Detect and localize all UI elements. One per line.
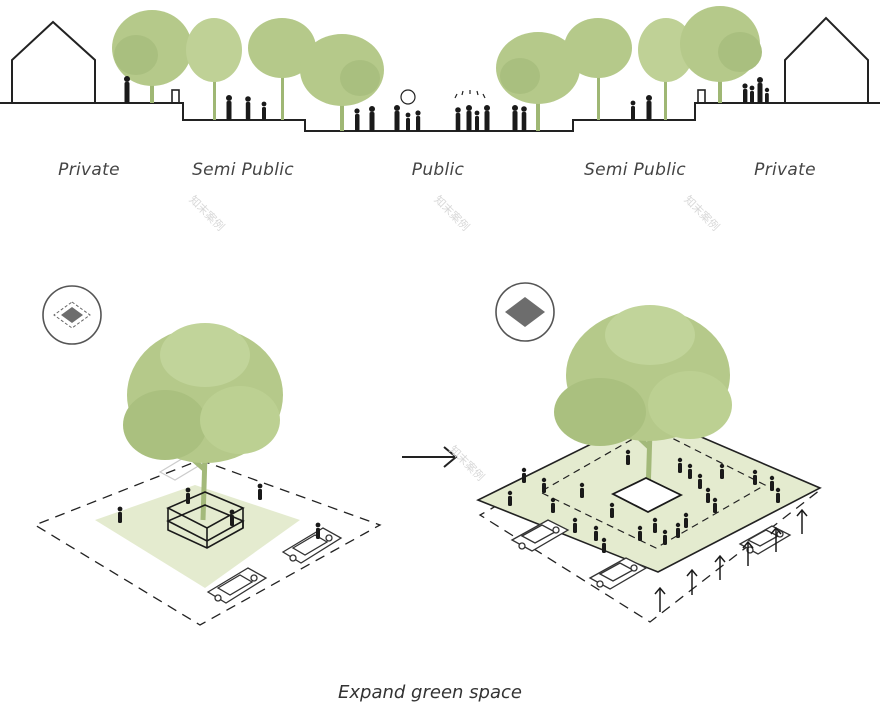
parked-car: [510, 519, 570, 552]
parked-car: [281, 527, 343, 564]
gate-post-left: [171, 89, 180, 104]
tree-planter: [610, 476, 684, 514]
zone-label-public: Public: [411, 160, 465, 180]
ground-profile: [0, 102, 880, 132]
before-badge-icon: [42, 285, 102, 345]
gate-post-right: [697, 89, 706, 104]
section-tree: [638, 18, 694, 120]
section-tree: [680, 6, 762, 103]
zone-label-private-right: Private: [754, 160, 816, 180]
after-plan: [476, 282, 822, 623]
parked-car: [588, 557, 648, 590]
house-right: [784, 16, 869, 103]
section-tree: [248, 18, 316, 120]
house-left: [11, 20, 96, 103]
section-tree: [112, 10, 192, 103]
activity-rays: [454, 90, 486, 99]
before-tree: [123, 323, 283, 521]
after-badge-icon: [495, 282, 555, 342]
after-people: [507, 449, 781, 553]
section-tree: [300, 34, 384, 131]
section-tree: [564, 18, 632, 120]
parked-car: [206, 567, 268, 604]
before-people: [117, 483, 321, 539]
section-people: [124, 76, 770, 131]
expansion-arrows: [654, 508, 808, 612]
section-tree: [496, 32, 580, 131]
zone-label-semi-public-left: Semi Public: [192, 160, 294, 180]
section-tree: [186, 18, 242, 120]
zone-label-semi-public-right: Semi Public: [584, 160, 686, 180]
after-inner-boundary: [538, 427, 767, 549]
street-section: [0, 6, 880, 132]
balloon-icon: [400, 89, 416, 105]
after-tree: [554, 305, 732, 496]
zone-label-private-left: Private: [58, 160, 120, 180]
before-plan: [33, 285, 382, 626]
before-boundary: [33, 459, 382, 626]
diagram-caption: Expand green space: [338, 682, 522, 703]
arrow-right-icon: [402, 446, 458, 468]
